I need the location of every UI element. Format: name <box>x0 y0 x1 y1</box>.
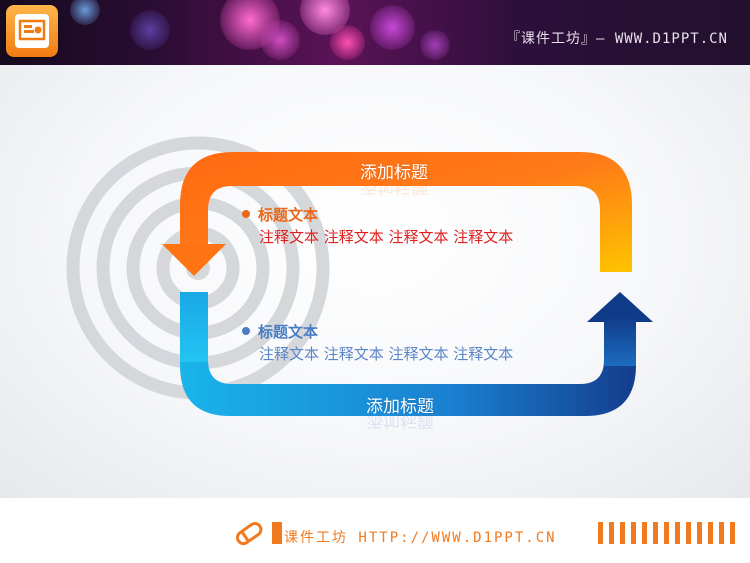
blue-arrow <box>180 292 636 416</box>
item-title: 标题文本 <box>258 323 319 341</box>
footer-accent-bar <box>272 522 282 544</box>
bokeh-light <box>330 25 365 60</box>
bullet-dot <box>242 327 250 335</box>
header-banner: 『课件工坊』— WWW.D1PPT.CN <box>0 0 750 65</box>
footer <box>0 498 750 563</box>
footer-text: 课件工坊 HTTP://WWW.D1PPT.CN <box>284 530 557 546</box>
orange-arrow <box>180 152 632 272</box>
presentation-icon <box>6 5 58 57</box>
item-title: 标题文本 <box>258 206 319 224</box>
bokeh-light <box>70 0 100 25</box>
top-arrow-label: 添加标题 <box>360 163 428 183</box>
bokeh-light <box>370 5 415 50</box>
bokeh-light <box>420 30 450 60</box>
footer-stripes <box>598 522 748 544</box>
blue-arrow-head <box>587 292 653 322</box>
top-arrow-label-reflection: 添加标题 <box>360 176 428 196</box>
bottom-arrow-label-reflection: 添加标题 <box>366 410 434 430</box>
bottom-arrow-label: 添加标题 <box>366 397 434 417</box>
pencil-icon <box>232 516 268 554</box>
item-note: 注释文本 注释文本 注释文本 注释文本 <box>259 228 514 246</box>
orange-arrow-head <box>162 244 226 276</box>
slide-stage <box>0 65 750 498</box>
brand-text: 『课件工坊』— WWW.D1PPT.CN <box>505 31 728 47</box>
bullet-dot <box>242 210 250 218</box>
bokeh-light <box>130 10 170 50</box>
item-note: 注释文本 注释文本 注释文本 注释文本 <box>259 345 514 363</box>
bokeh-light <box>260 20 300 60</box>
